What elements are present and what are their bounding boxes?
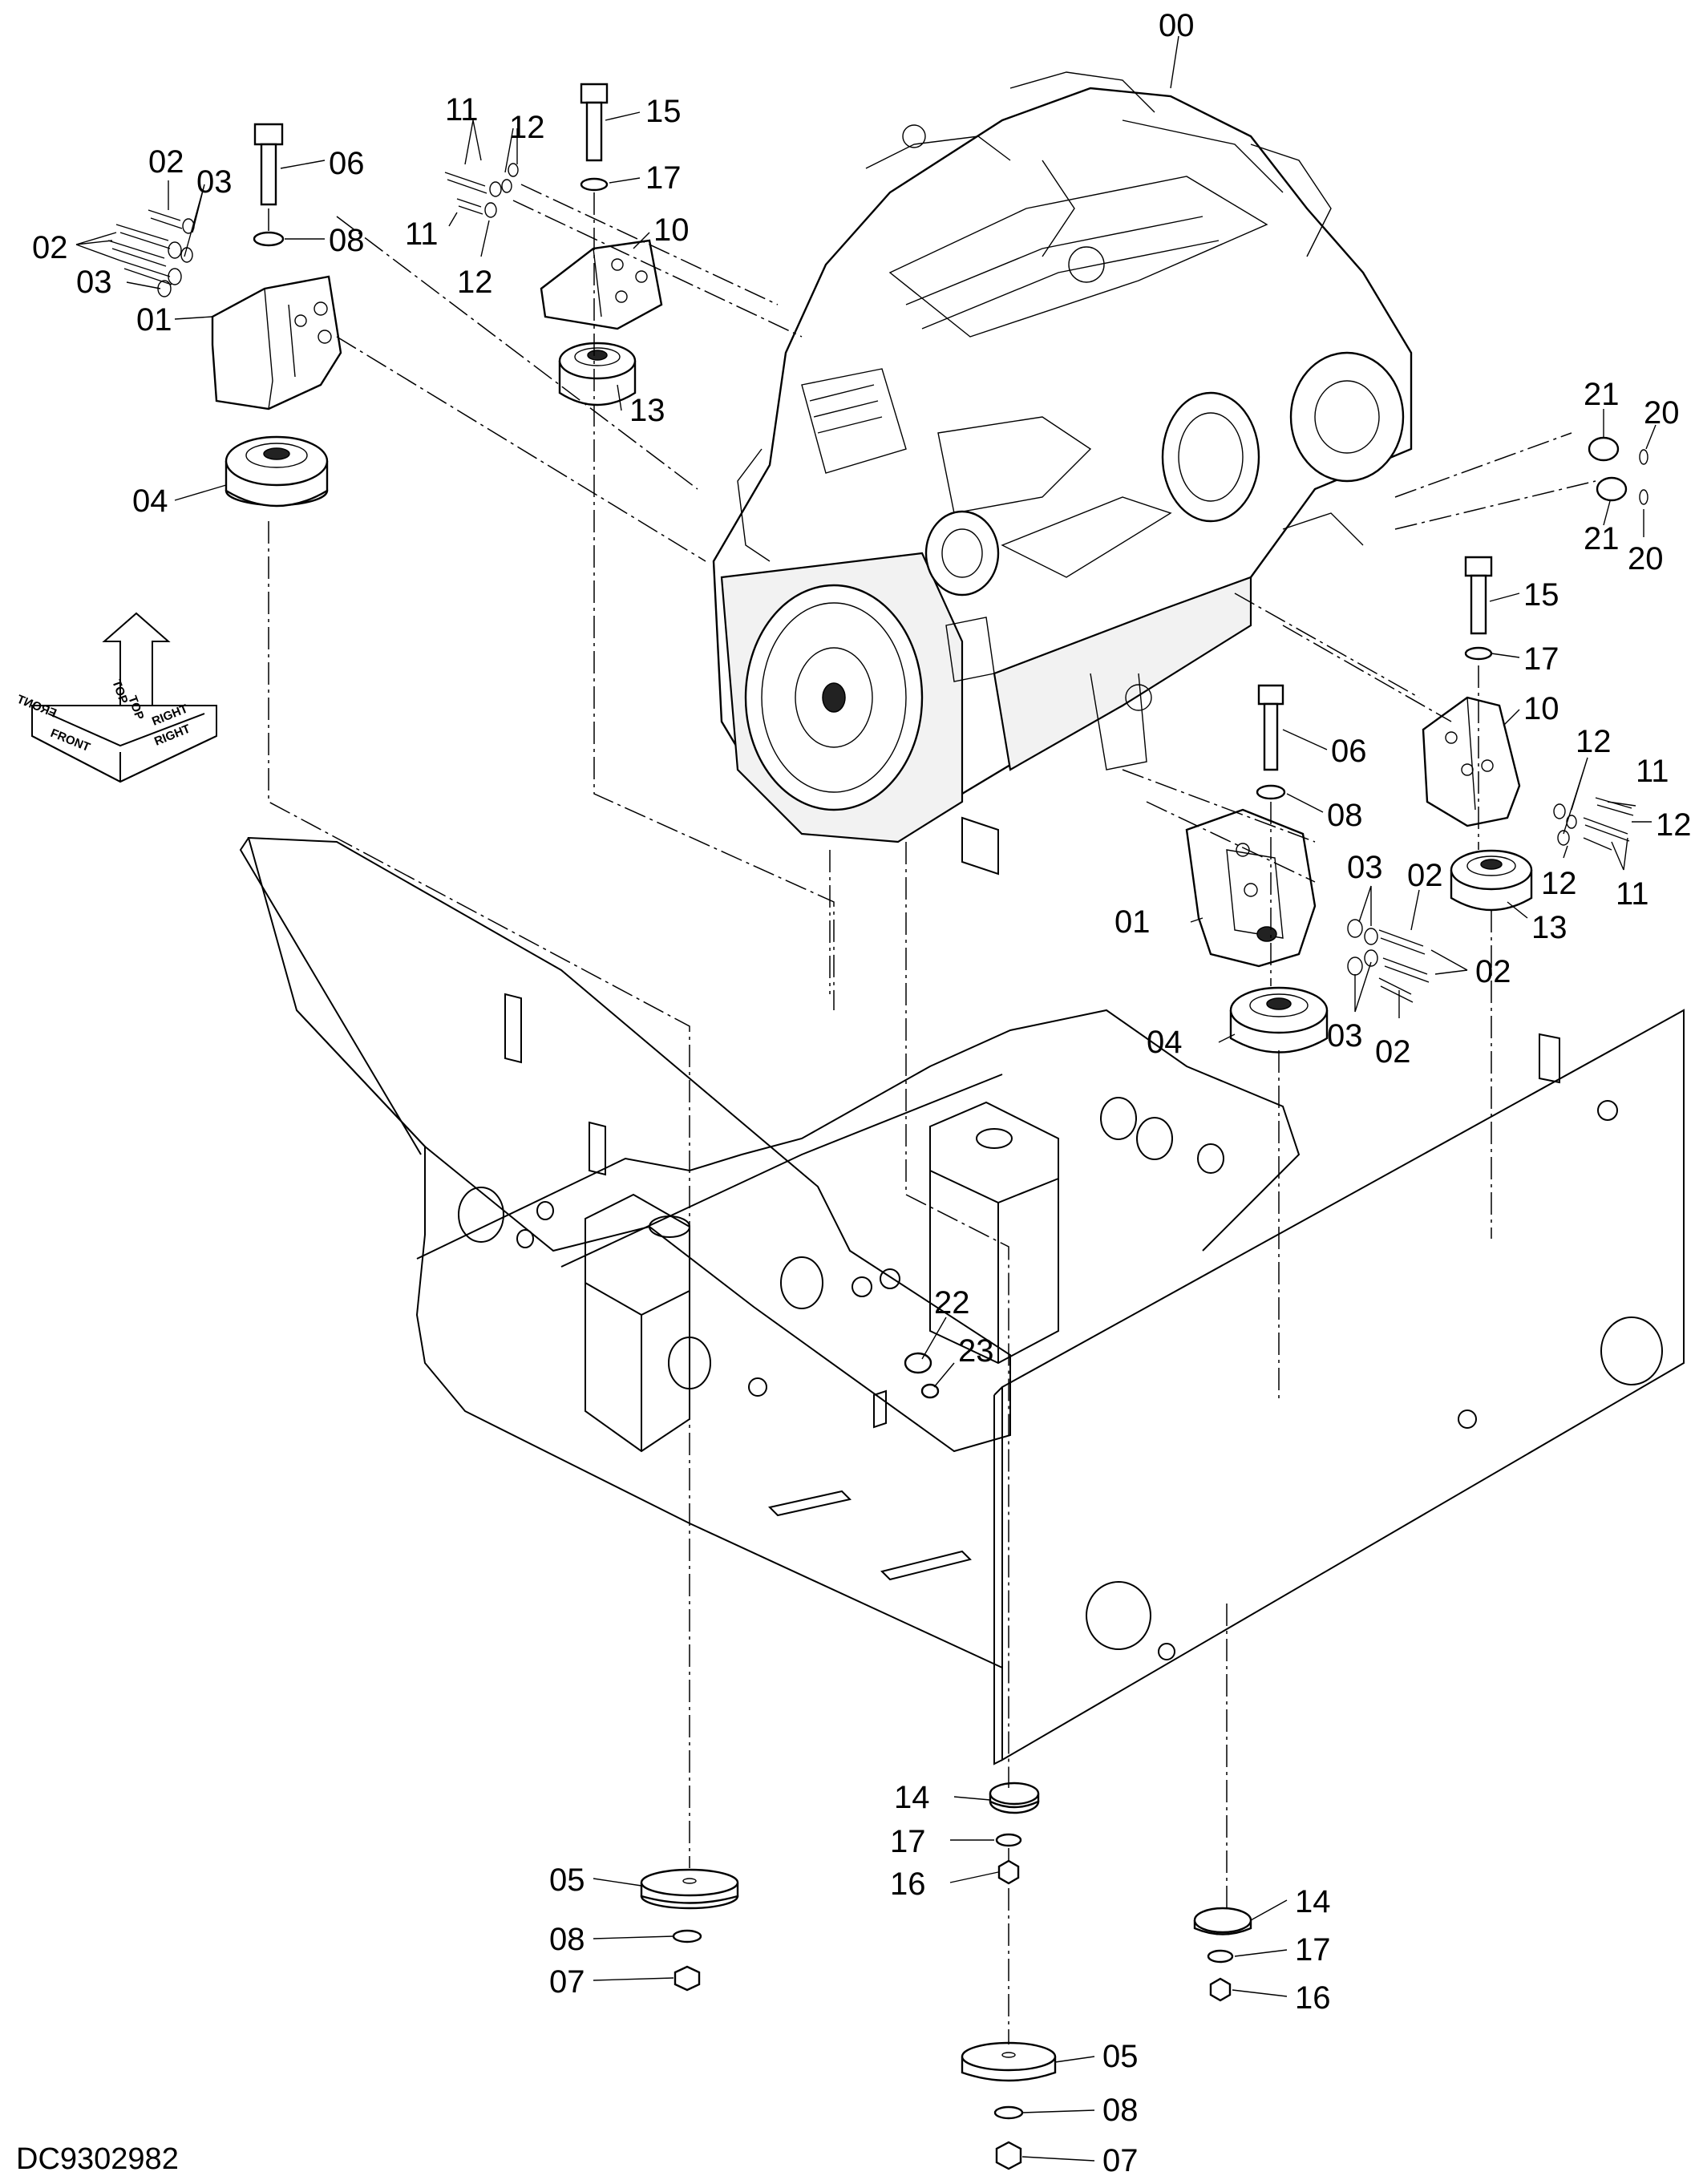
callout-labels: 00 15 17 11 12 11 12 10 13 02 03 02 03 0… [32, 8, 1692, 2178]
orientation-arrow-icon: FRONT RIGHT TOP FRONT RIGHT TOP [15, 612, 217, 783]
rubber-mount-04-right [1229, 986, 1329, 1054]
callout-04: 04 [1147, 1025, 1183, 1060]
bolt-06-left [253, 123, 285, 247]
callout-15: 15 [645, 94, 682, 129]
front-mirror-label: FRONT [15, 693, 59, 721]
top-mirror-label: TOP [109, 678, 130, 706]
callout-01: 01 [1114, 904, 1151, 940]
washer-14-center [989, 1782, 1040, 1814]
diagram-code: DC9302982 [16, 2142, 179, 2176]
callout-07: 07 [1102, 2143, 1139, 2178]
callout-04: 04 [132, 483, 168, 519]
callout-02: 02 [1475, 954, 1511, 989]
callout-08: 08 [329, 223, 365, 258]
bolt-set-11-12-right [1553, 797, 1634, 851]
nut-16-center [997, 1859, 1020, 1885]
callout-12: 12 [457, 265, 493, 300]
rubber-mount-13-left [558, 342, 637, 406]
nut-07-center [995, 2141, 1022, 2170]
washer-05-center [961, 2041, 1057, 2082]
nut-16-right [1209, 1977, 1232, 2002]
callout-12: 12 [509, 110, 545, 145]
bolt-15-left [580, 83, 609, 192]
callout-14: 14 [1295, 1884, 1331, 1919]
right-rear-engine-bracket [1422, 696, 1521, 827]
bolt-15-right [1464, 556, 1493, 661]
callout-06: 06 [329, 146, 365, 181]
callout-02: 02 [148, 144, 184, 180]
callout-12: 12 [1656, 807, 1692, 843]
callout-02: 02 [1407, 858, 1443, 893]
bolt-set-02-03-left [107, 209, 195, 297]
callout-08: 08 [1327, 798, 1363, 833]
callout-03: 03 [1347, 850, 1383, 885]
callout-17: 17 [1523, 641, 1559, 677]
callout-03: 03 [196, 164, 233, 200]
callout-01: 01 [136, 302, 172, 338]
left-front-mount-bracket [211, 275, 342, 411]
callout-08: 08 [1102, 2093, 1139, 2128]
callout-21: 21 [1584, 377, 1620, 412]
machine-frame [239, 816, 1685, 1765]
callout-16: 16 [1295, 1980, 1331, 2016]
callout-22: 22 [934, 1285, 970, 1321]
callout-05: 05 [1102, 2039, 1139, 2074]
engine-assembly [712, 71, 1413, 843]
callout-17: 17 [890, 1824, 926, 1859]
nut-07-left [674, 1965, 701, 1992]
callout-14: 14 [894, 1780, 930, 1815]
bolt-06-right [1256, 684, 1286, 800]
washer-08-lower-left [672, 1929, 702, 1943]
callout-10: 10 [653, 212, 690, 248]
rubber-mount-04-left [225, 435, 329, 508]
washer-14-right [1193, 1907, 1252, 1935]
callout-02: 02 [1375, 1034, 1411, 1070]
callout-06: 06 [1331, 734, 1367, 769]
callout-12: 12 [1541, 866, 1577, 901]
callout-11: 11 [1616, 876, 1649, 912]
washer-17-center [995, 1833, 1022, 1847]
left-rear-mount-bracket [1185, 808, 1317, 968]
callout-17: 17 [1295, 1932, 1331, 1968]
callout-10: 10 [1523, 691, 1559, 726]
callout-03: 03 [76, 265, 112, 300]
bolt-set-02-03-right [1347, 919, 1430, 1003]
callout-13: 13 [629, 393, 665, 428]
assembly-centerlines [268, 184, 1596, 2044]
callout-03: 03 [1327, 1018, 1363, 1054]
callout-07: 07 [549, 1964, 585, 2000]
callout-17: 17 [645, 160, 682, 196]
right-front-engine-bracket [540, 239, 663, 330]
rubber-mount-13-right [1450, 849, 1533, 912]
couplers-20-21 [1588, 436, 1648, 505]
callout-11: 11 [405, 216, 439, 252]
washer-05-left [640, 1868, 739, 1910]
callout-08: 08 [549, 1922, 585, 1957]
callout-20: 20 [1628, 541, 1664, 576]
callout-16: 16 [890, 1867, 926, 1902]
leader-lines [75, 35, 1657, 2162]
callout-02: 02 [32, 230, 68, 265]
callout-13: 13 [1531, 910, 1568, 945]
washer-08-center [993, 2105, 1024, 2120]
callout-11: 11 [1636, 754, 1669, 789]
bolt-set-11-12-left [444, 163, 519, 218]
callout-21: 21 [1584, 521, 1620, 556]
callout-00: 00 [1159, 8, 1195, 43]
callout-11: 11 [445, 92, 479, 127]
washer-17-right [1207, 1949, 1234, 1964]
callout-15: 15 [1523, 577, 1559, 613]
callout-20: 20 [1644, 395, 1680, 431]
callout-12: 12 [1576, 724, 1612, 759]
callout-23: 23 [958, 1333, 994, 1369]
callout-05: 05 [549, 1862, 585, 1898]
